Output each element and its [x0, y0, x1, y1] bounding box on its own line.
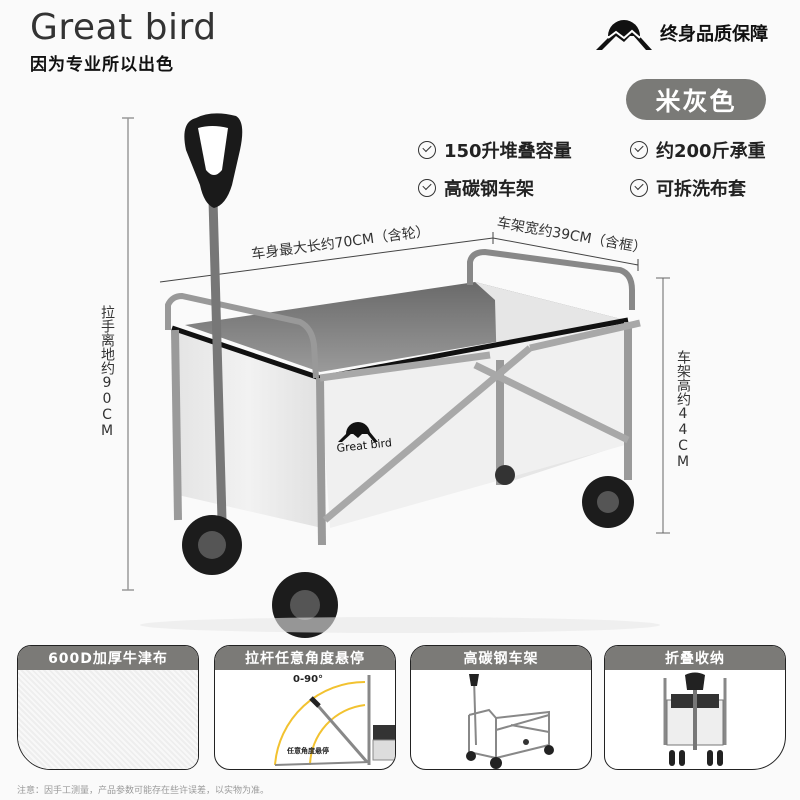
check-circle-icon: [418, 141, 436, 159]
handle-angle-image: 0-90° 任意角度悬停: [215, 670, 395, 769]
feature-panel-fabric: 600D加厚牛津布: [17, 645, 199, 770]
feature-item: 约200斤承重: [630, 137, 790, 163]
feature-label: 可拆洗布套: [656, 179, 746, 200]
feature-label: 约200斤承重: [656, 141, 766, 162]
panel-title: 拉杆任意角度悬停: [215, 646, 395, 670]
feature-label: 高碳钢车架: [444, 179, 534, 200]
color-option-button[interactable]: 米灰色: [626, 79, 766, 120]
footer-note: 注意：因手工测量，产品参数可能存在些许误差，以实物为准。: [17, 786, 270, 796]
feature-item: 高碳钢车架: [418, 175, 630, 201]
hover-label: 任意角度悬停: [287, 747, 329, 755]
fabric-texture-image: [18, 670, 198, 769]
panel-title: 600D加厚牛津布: [18, 646, 198, 670]
guarantee-text: 终身品质保障: [660, 24, 768, 45]
dimension-length: 车身最大长约70CM（含轮）: [250, 223, 431, 263]
check-circle-icon: [630, 141, 648, 159]
check-circle-icon: [630, 179, 648, 197]
frame-image: [411, 670, 591, 769]
mountain-logo-icon: [596, 20, 652, 50]
brand-slogan: 因为专业所以出色: [30, 55, 174, 75]
panel-title: 高碳钢车架: [411, 646, 591, 670]
feature-panel-handle-angle: 拉杆任意角度悬停 0-90° 任意角度悬停: [214, 645, 396, 770]
wagon-logo-text: Great bird: [336, 436, 393, 455]
feature-list: 150升堆叠容量 约200斤承重 高碳钢车架 可拆洗布套: [418, 137, 790, 201]
feature-panel-folding: 折叠收纳: [604, 645, 786, 770]
feature-panel-frame: 高碳钢车架: [410, 645, 592, 770]
panel-title: 折叠收纳: [605, 646, 785, 670]
feature-label: 150升堆叠容量: [444, 141, 572, 162]
guarantee-badge: 终身品质保障: [594, 14, 768, 52]
check-circle-icon: [418, 179, 436, 197]
brand-name: Great bird: [30, 7, 217, 48]
folding-image: [605, 670, 785, 769]
dimension-frame-height: 车架高约44CM: [675, 350, 691, 470]
brand-header: Great bird 因为专业所以出色: [30, 7, 217, 76]
feature-item: 150升堆叠容量: [418, 137, 630, 163]
angle-label: 0-90°: [293, 674, 324, 685]
feature-item: 可拆洗布套: [630, 175, 790, 201]
dimension-handle-height: 拉手离地约90CM: [99, 305, 115, 439]
dimension-width: 车架宽约39CM（含框）: [495, 214, 648, 258]
